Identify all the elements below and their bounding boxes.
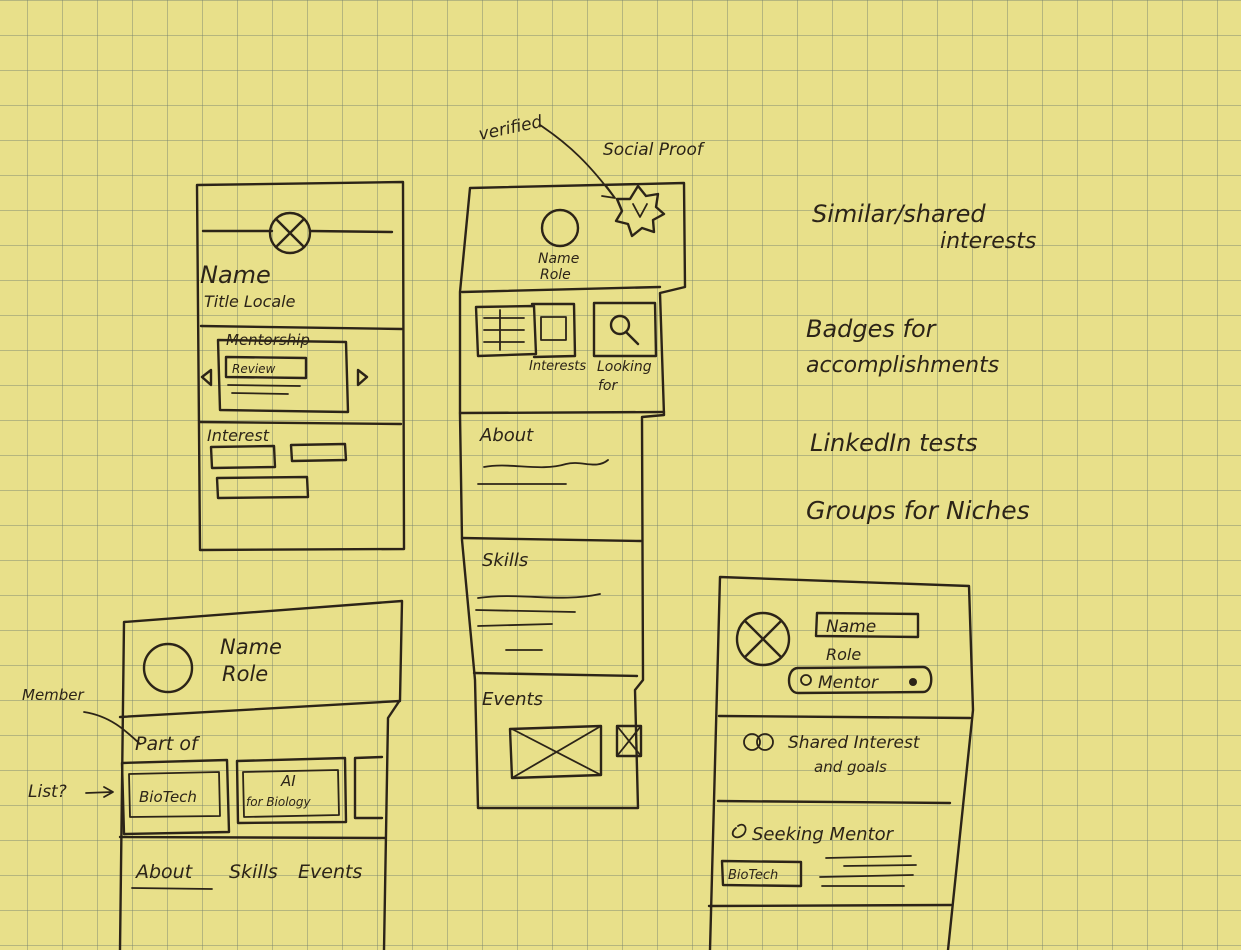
event-image-placeholder-icon[interactable] bbox=[508, 724, 603, 780]
dropdown-dot-icon[interactable] bbox=[909, 678, 917, 686]
sketch-profile-mentor: Name Role Mentor Shared Interest and goa… bbox=[707, 575, 975, 950]
tab-about[interactable]: About bbox=[134, 861, 194, 883]
group-name: BioTech bbox=[139, 788, 197, 806]
interests-icon[interactable] bbox=[474, 302, 577, 359]
verified-badge-icon bbox=[614, 184, 666, 238]
avatar-placeholder-icon bbox=[142, 642, 194, 694]
note-member: Member bbox=[22, 686, 85, 704]
title-locale: Title Locale bbox=[204, 292, 296, 311]
note-groups: Groups for Niches bbox=[806, 496, 1030, 525]
mentor-badge-label: Mentor bbox=[818, 673, 879, 693]
events-heading: Events bbox=[482, 689, 543, 710]
group-name-line2: for Biology bbox=[246, 795, 312, 809]
mentorship-card-title: Review bbox=[232, 362, 276, 376]
looking-for-label-line1: Looking bbox=[597, 359, 652, 375]
tag-label: BioTech bbox=[728, 868, 778, 883]
group-card[interactable] bbox=[235, 756, 348, 825]
sketch-notes: Similar/shared interests Badges for acco… bbox=[806, 200, 1036, 525]
note-badges-line2: accomplishments bbox=[806, 353, 999, 378]
looking-for-label-line2: for bbox=[598, 378, 618, 394]
carousel-next-icon[interactable] bbox=[356, 368, 369, 387]
avatar-placeholder-icon bbox=[268, 211, 312, 255]
note-linkedin: LinkedIn tests bbox=[810, 429, 978, 457]
profile-name: Name bbox=[220, 635, 282, 659]
tag-chip[interactable] bbox=[720, 859, 803, 888]
part-of-label: Part of bbox=[135, 733, 201, 755]
profile-name: Name bbox=[200, 261, 271, 289]
note-similar-line2: interests bbox=[940, 229, 1036, 254]
about-heading: About bbox=[479, 425, 534, 446]
avatar-placeholder-icon bbox=[735, 611, 791, 667]
group-card[interactable] bbox=[120, 758, 231, 836]
profile-role: Role bbox=[222, 662, 268, 686]
profile-name: Name bbox=[538, 251, 579, 267]
seeking-mentor-label: Seeking Mentor bbox=[752, 824, 895, 845]
note-badges-line1: Badges for bbox=[806, 315, 938, 343]
verified-note: verified bbox=[477, 112, 544, 145]
shared-interest-icon bbox=[743, 733, 774, 751]
profile-name: Name bbox=[826, 617, 876, 637]
event-image-placeholder-icon[interactable] bbox=[615, 724, 643, 758]
profile-role: Role bbox=[540, 267, 571, 283]
note-list: List? bbox=[28, 782, 67, 802]
social-proof-note: Social Proof bbox=[603, 140, 706, 160]
shared-interest-line1: Shared Interest bbox=[788, 733, 921, 753]
mentor-icon bbox=[800, 674, 812, 686]
carousel-prev-icon[interactable] bbox=[200, 368, 213, 387]
sketch-profile-detail: verified Social Proof Name Role Interest… bbox=[458, 112, 706, 810]
sketch-profile-groups: Name Role Member Part of List? BioTech A… bbox=[22, 599, 404, 950]
looking-for-search-icon[interactable] bbox=[592, 301, 658, 358]
interest-chip[interactable] bbox=[209, 444, 277, 470]
interest-chip[interactable] bbox=[215, 475, 310, 500]
interests-label: Interests bbox=[529, 359, 586, 374]
interest-chip[interactable] bbox=[289, 442, 348, 463]
note-similar-line1: Similar/shared bbox=[812, 200, 986, 228]
tab-skills[interactable]: Skills bbox=[229, 861, 278, 883]
interest-label: Interest bbox=[207, 426, 270, 445]
sketch-profile-mentorship: Name Title Locale Mentorship Review Inte… bbox=[195, 180, 406, 552]
shared-interest-line2: and goals bbox=[814, 758, 887, 776]
profile-role: Role bbox=[826, 645, 861, 664]
profile-name-field bbox=[814, 611, 920, 639]
avatar-placeholder-icon bbox=[540, 208, 580, 248]
group-name-line1: AI bbox=[280, 772, 296, 790]
skills-heading: Skills bbox=[482, 550, 528, 571]
tab-events[interactable]: Events bbox=[298, 861, 362, 883]
mentor-badge bbox=[787, 665, 933, 695]
seeking-icon bbox=[731, 823, 747, 839]
